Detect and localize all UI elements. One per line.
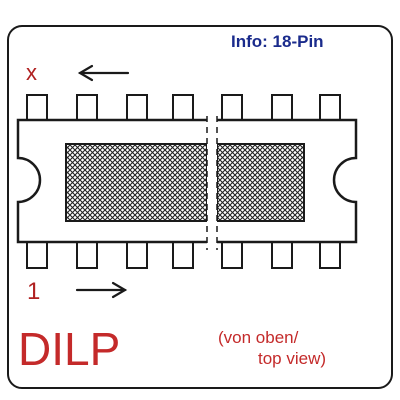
pin-bottom: [319, 240, 341, 269]
pin-top: [172, 94, 194, 122]
view-note-line-2: top view): [258, 349, 327, 368]
bottom-pins: [26, 240, 341, 269]
die-area-left: [65, 143, 208, 222]
top-pins: [26, 94, 341, 122]
break-gap: [206, 116, 218, 250]
last-pin-label: x: [26, 60, 37, 85]
arrow-right-icon: [75, 281, 128, 299]
pin-top: [221, 94, 243, 122]
view-note-line-1: (von oben/: [218, 328, 299, 347]
pin-bottom: [26, 240, 48, 269]
package-name: DILP: [18, 323, 121, 375]
pin-bottom: [221, 240, 243, 269]
first-pin-label: 1: [27, 278, 41, 305]
die-area-right: [216, 143, 305, 222]
pin-top: [271, 94, 293, 122]
pin-bottom: [126, 240, 148, 269]
arrow-left-icon: [77, 64, 130, 82]
pin-top: [26, 94, 48, 122]
pin-top: [76, 94, 98, 122]
pin-bottom: [76, 240, 98, 269]
pin-top: [126, 94, 148, 122]
pin-top: [319, 94, 341, 122]
pin-count-info: Info: 18-Pin: [231, 32, 324, 51]
pin-bottom: [271, 240, 293, 269]
pin-bottom: [172, 240, 194, 269]
